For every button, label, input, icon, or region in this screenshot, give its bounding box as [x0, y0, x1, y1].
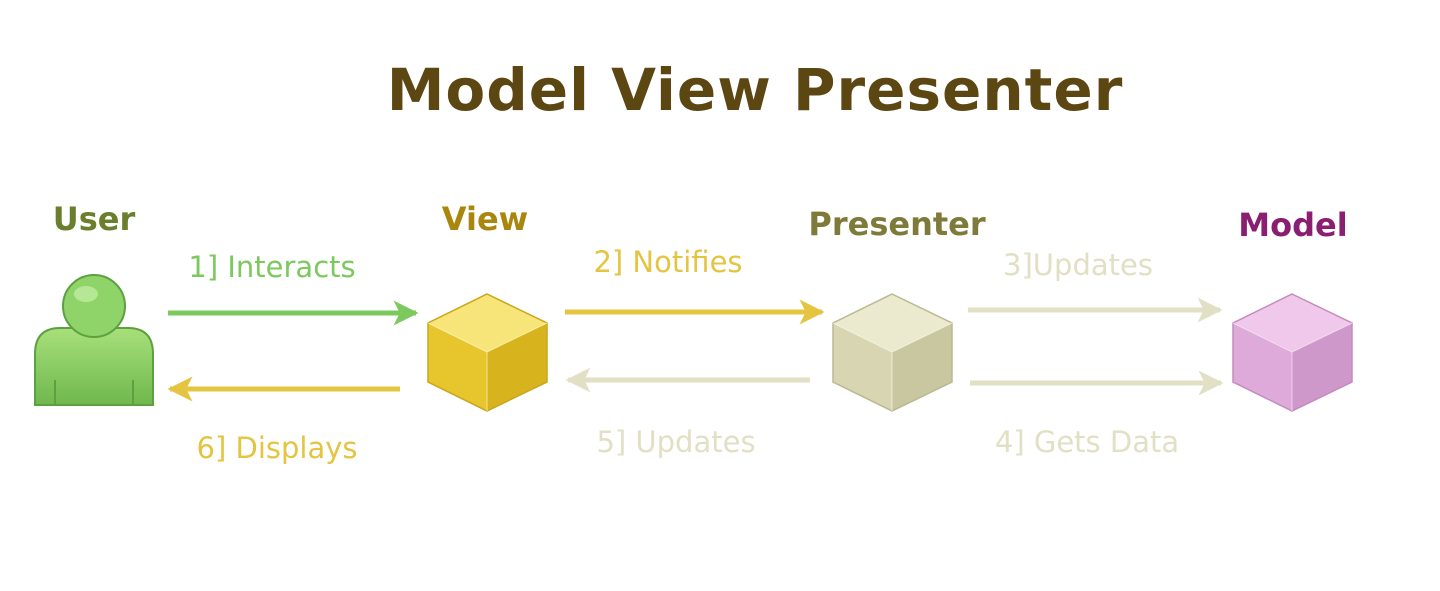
yellow-cube-icon [427, 293, 548, 412]
node-label-presenter: Presenter [808, 205, 985, 243]
edge-label-interacts: 1] Interacts [188, 250, 355, 284]
edge-label-displays: 6] Displays [197, 431, 358, 465]
node-label-model: Model [1238, 206, 1347, 244]
node-label-user: User [53, 200, 136, 238]
edge-label-updates-model: 3]Updates [1003, 248, 1153, 282]
beige-cube-icon [832, 293, 953, 412]
edge-label-notifies: 2] Notifies [593, 245, 742, 279]
pink-cube-icon [1232, 293, 1353, 412]
edge-label-gets-data: 4] Gets Data [995, 425, 1179, 459]
edge-label-updates-view: 5] Updates [596, 425, 755, 459]
user-icon [34, 274, 154, 406]
page-title: Model View Presenter [387, 56, 1124, 124]
node-label-view: View [442, 200, 528, 238]
